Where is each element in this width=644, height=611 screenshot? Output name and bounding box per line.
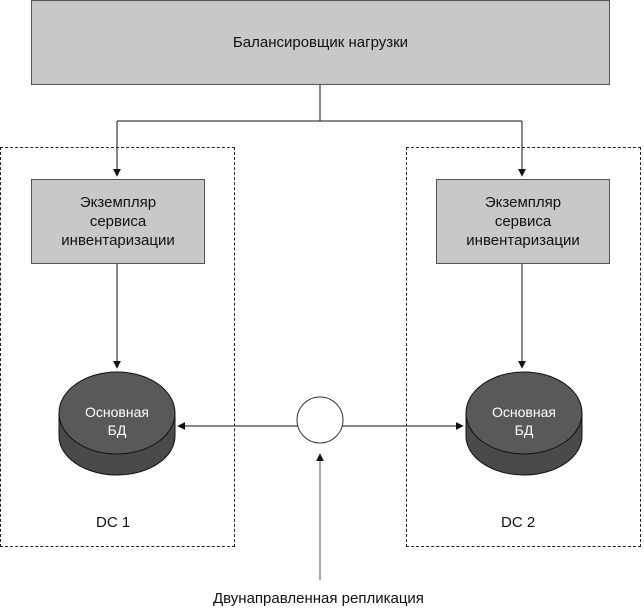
load-balancer-label: Балансировщик нагрузки — [232, 34, 409, 51]
service-instance-line2: сервиса — [89, 213, 147, 230]
database-cylinder-dc2 — [465, 371, 583, 476]
service-instance-box-dc1: Экземпляр сервиса инвентаризации — [31, 179, 205, 264]
service-instance-line3: инвентаризации — [466, 232, 580, 249]
database-label-dc2: Основная БД — [469, 403, 579, 439]
service-instance-line2: сервиса — [494, 213, 552, 230]
database-label-line2: БД — [514, 422, 534, 438]
lb-connector — [113, 85, 526, 177]
datacenter-frame-dc2 — [406, 147, 641, 547]
datacenter-frame-dc1 — [0, 147, 235, 547]
replication-circle — [296, 396, 344, 444]
database-label-dc1: Основная БД — [62, 403, 172, 439]
database-label-line1: Основная — [492, 404, 556, 420]
service-instance-box-dc2: Экземпляр сервиса инвентаризации — [436, 179, 610, 264]
service-instance-line3: инвентаризации — [61, 232, 175, 249]
replication-label: Двунаправленная репликация — [213, 590, 424, 607]
service-instance-line1: Экземпляр — [484, 194, 562, 211]
service-instance-line1: Экземпляр — [79, 194, 157, 211]
database-label-line1: Основная — [85, 404, 149, 420]
load-balancer-box: Балансировщик нагрузки — [31, 0, 610, 85]
database-label-line2: БД — [107, 422, 127, 438]
database-cylinder-dc1 — [58, 371, 176, 476]
datacenter-label-dc2: DC 2 — [501, 514, 536, 531]
datacenter-label-dc1: DC 1 — [96, 514, 131, 531]
